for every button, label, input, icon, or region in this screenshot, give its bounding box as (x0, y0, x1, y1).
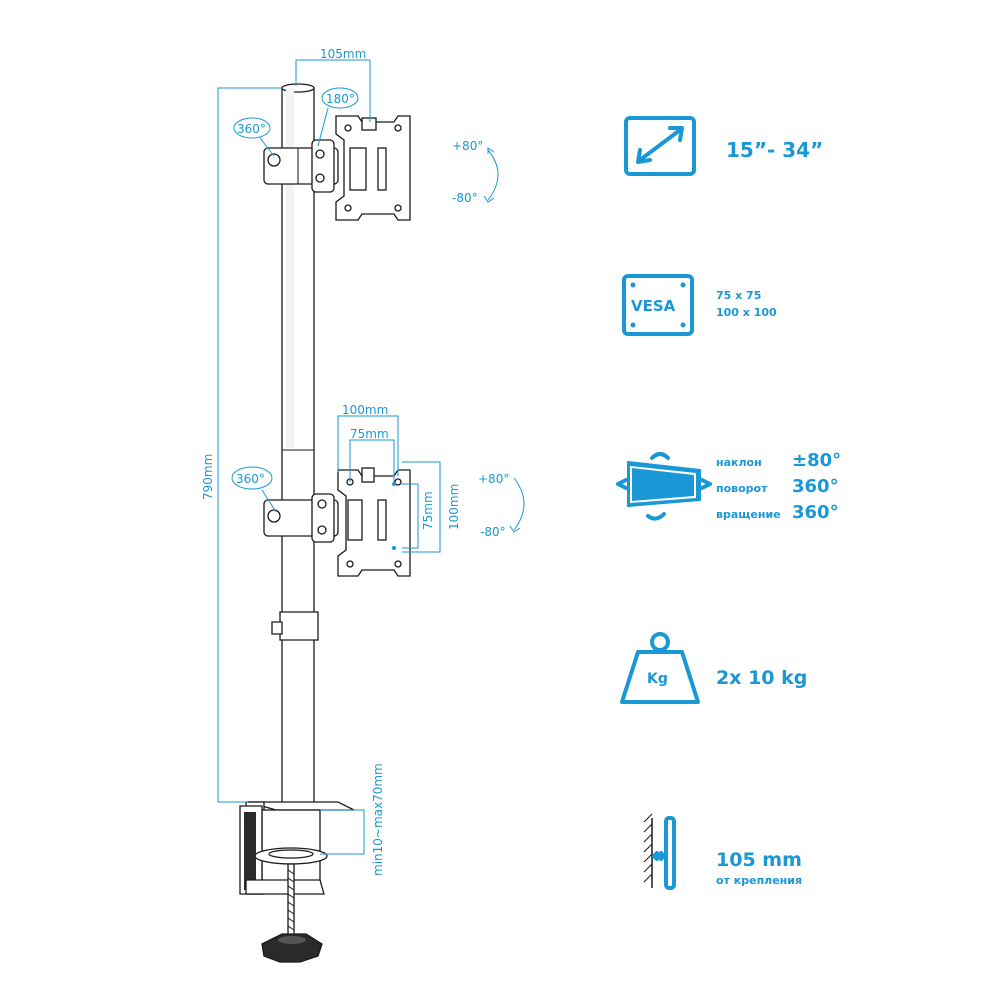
rotation-label: вращение (716, 508, 781, 521)
tilt-down-top-label: -80° (452, 191, 478, 205)
dimension-lines (217, 59, 525, 855)
vesa-width-100-label: 100mm (342, 403, 388, 417)
vesa-icon-label: VESA (631, 297, 676, 315)
vesa-size-line2: 100 x 100 (716, 306, 777, 319)
swivel-top-label: 180° (326, 92, 355, 106)
swivel-value: 360° (792, 476, 839, 497)
diagonal-arrow-icon (624, 116, 696, 176)
pole (271, 83, 319, 813)
monitor-rotation-icon (616, 452, 712, 521)
tilt-label: наклон (716, 456, 762, 469)
weight-icon (620, 632, 700, 704)
distance-caption: от крепления (716, 874, 802, 887)
screen-size-value: 15”- 34” (726, 138, 823, 162)
top-monitor-bracket (263, 115, 411, 221)
vesa-size-line1: 75 x 75 (716, 289, 761, 302)
weight-value: 2x 10 kg (716, 667, 807, 689)
vesa-width-75-label: 75mm (350, 427, 389, 441)
tilt-value: ±80° (792, 450, 841, 471)
clamp-range-label: min10~max70mm (371, 763, 385, 876)
vesa-height-100-label: 100mm (447, 484, 461, 530)
tilt-down-mid-label: -80° (480, 525, 506, 539)
desk-clamp (239, 801, 355, 963)
swivel-label: поворот (716, 482, 768, 495)
tilt-up-mid-label: +80° (478, 472, 509, 486)
vesa-height-75-label: 75mm (421, 491, 435, 530)
rotation-top-label: 360° (237, 122, 266, 136)
arm-offset-label: 105mm (320, 47, 366, 61)
vesa-icon (622, 274, 694, 336)
wall-distance-icon (643, 813, 676, 890)
weight-icon-label: Kg (647, 671, 668, 687)
tilt-up-top-label: +80° (452, 139, 483, 153)
rotation-value: 360° (792, 502, 839, 523)
pole-height-label: 790mm (201, 454, 215, 500)
distance-value: 105 mm (716, 849, 802, 871)
middle-monitor-bracket (263, 467, 411, 577)
rotation-mid-label: 360° (236, 472, 265, 486)
